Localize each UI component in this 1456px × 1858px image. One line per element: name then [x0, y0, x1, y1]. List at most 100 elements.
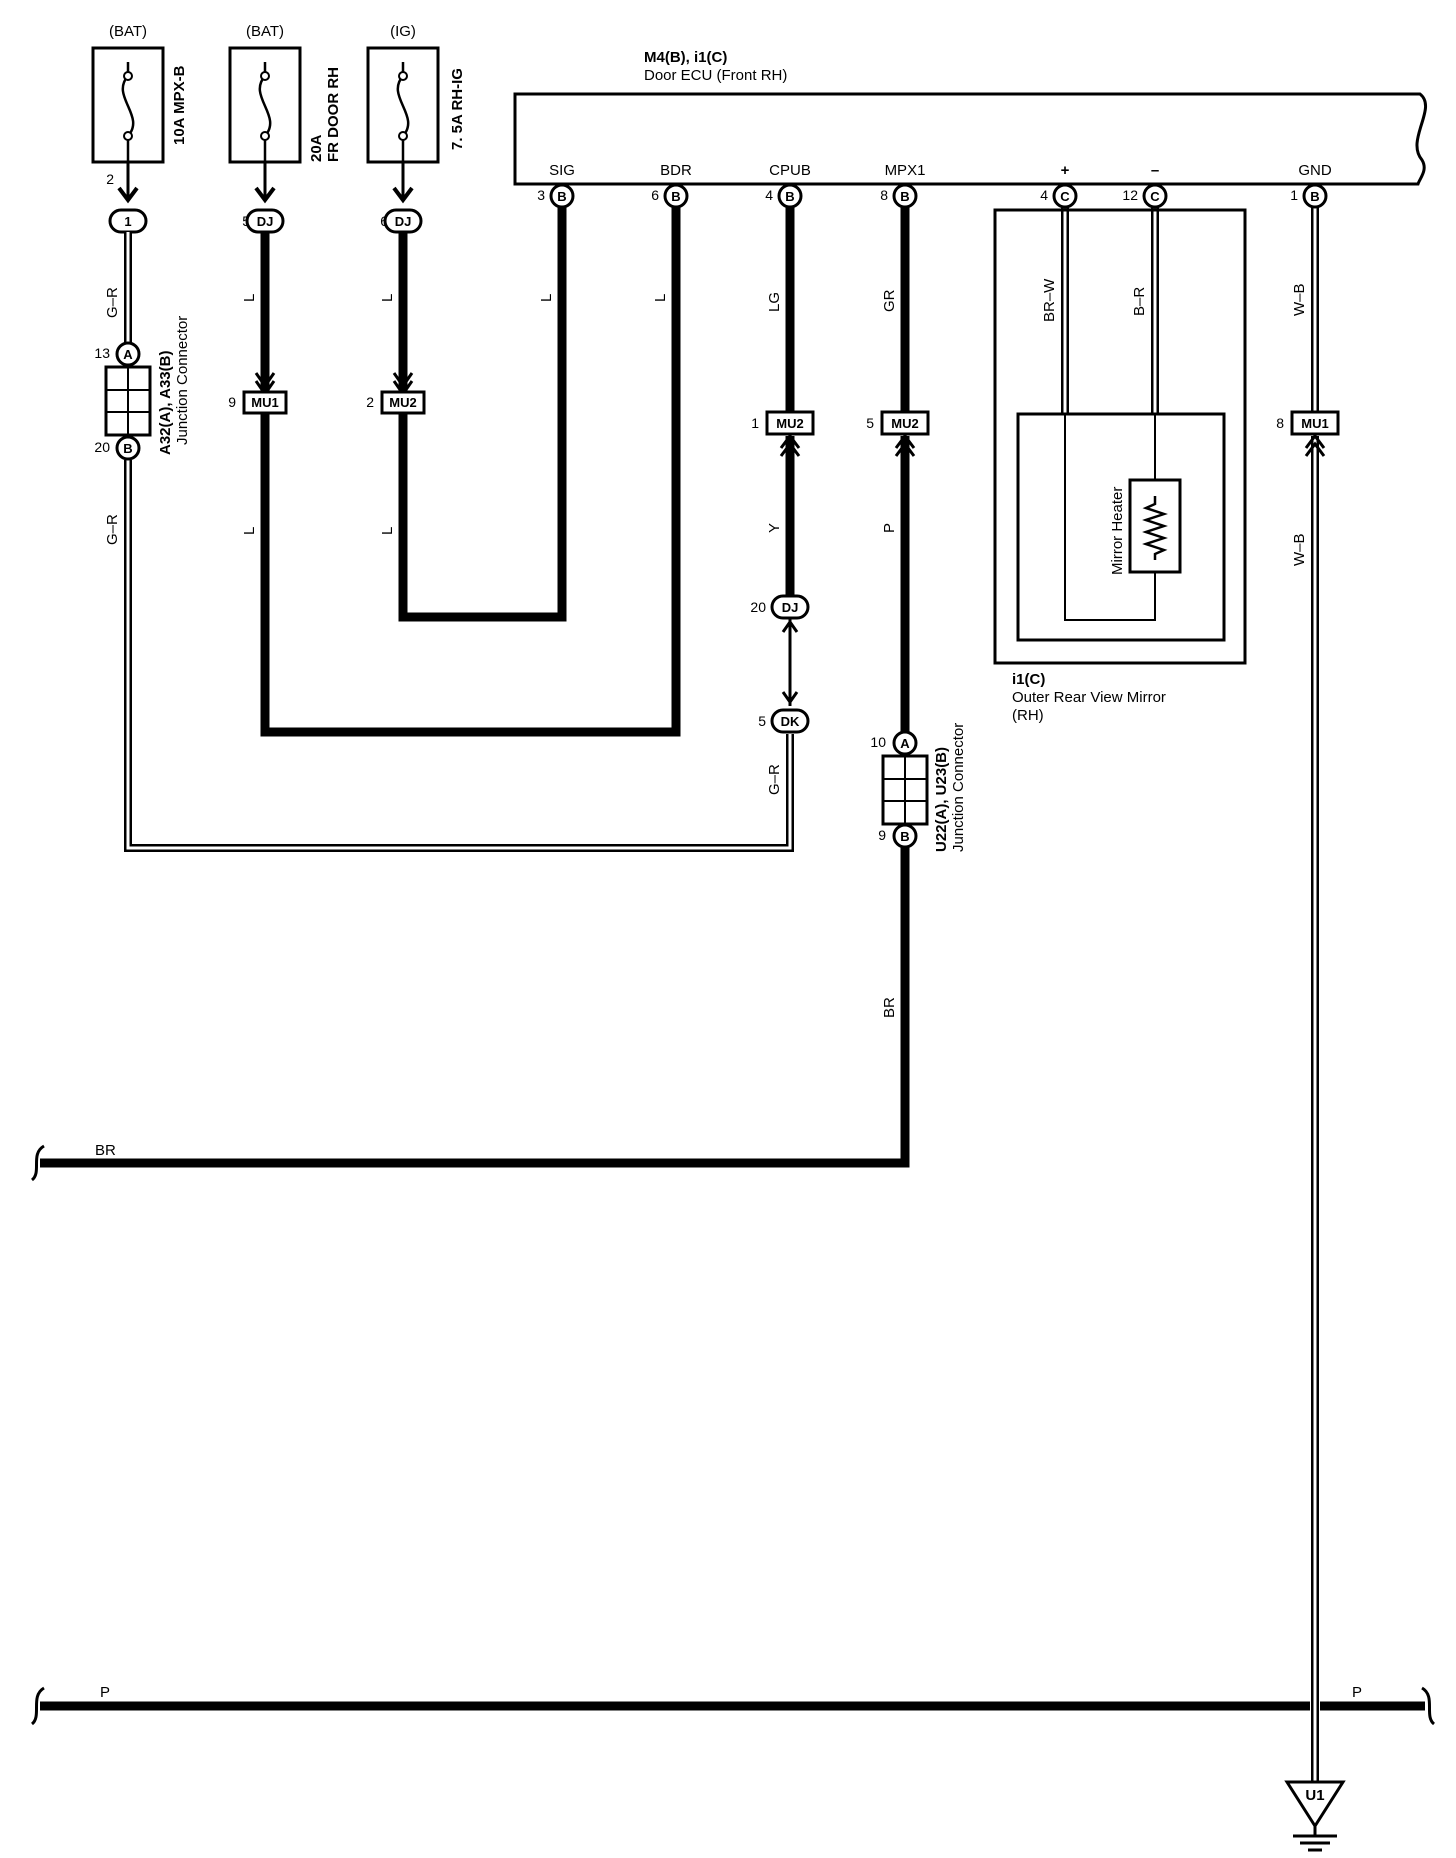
fuse-mpx-b-source: (BAT) — [109, 23, 147, 40]
wire-label-l-1: L — [241, 294, 258, 302]
wire-label-l-6: L — [652, 294, 669, 302]
wire-label-l-4: L — [379, 527, 396, 535]
ecu-terminal-sockets: B 3 B 6 B 4 B 8 C 4 C 12 B 1 — [537, 183, 1328, 209]
mirror-title: Outer Rear View Mirror — [1012, 689, 1166, 706]
wire-label-br-vert: BR — [881, 997, 898, 1018]
mirror-heater-resistor — [1128, 478, 1182, 574]
svg-text:MU1: MU1 — [1301, 416, 1328, 431]
pin-plus: 4 — [1040, 187, 1048, 203]
wire-harness — [30, 204, 1436, 1782]
fuse-outputs: 2 1 5 DJ 6 DJ — [106, 162, 423, 234]
wire-label-l-3: L — [379, 294, 396, 302]
svg-text:1: 1 — [124, 214, 131, 229]
fuse-fr-door-rh: (BAT) 20A FR DOOR RH — [228, 23, 342, 164]
inline-connector-dj: DJ 20 — [750, 594, 810, 705]
svg-text:B: B — [900, 189, 909, 204]
svg-text:B: B — [900, 829, 909, 844]
outer-rear-view-mirror: Mirror Heater i1(C) Outer Rear View Mirr… — [993, 208, 1247, 724]
svg-text:B: B — [671, 189, 680, 204]
junction-connector-u22: A 10 B 9 U22(A), U23(B) Junction Connect… — [870, 723, 967, 852]
ecu-title: Door ECU (Front RH) — [644, 67, 787, 84]
junction-u-name: Junction Connector — [950, 723, 967, 852]
ground-label: U1 — [1305, 1787, 1324, 1804]
junction-a-name: Junction Connector — [174, 316, 191, 445]
pin-sig: 3 — [537, 187, 545, 203]
pin-cpub: 4 — [765, 187, 773, 203]
ecu-code: M4(B), i1(C) — [644, 49, 727, 66]
svg-text:5: 5 — [758, 713, 766, 729]
wire-label-gr2: GR — [881, 289, 898, 312]
ecu-terminal-cpub: CPUB — [769, 162, 811, 179]
inline-connector-mu1-a: MU1 9 — [228, 372, 288, 415]
svg-text:MU2: MU2 — [891, 416, 918, 431]
wire-label-p-left: P — [100, 1684, 110, 1701]
svg-text:B: B — [123, 441, 132, 456]
pin-fuse1: 2 — [106, 171, 114, 187]
svg-text:B: B — [557, 189, 566, 204]
wire-color-labels: G–R G–R L L L L L L LG GR Y P G–R BR BR–… — [95, 278, 1362, 1701]
wire-label-l-2: L — [241, 527, 258, 535]
wire-label-brw: BR–W — [1041, 278, 1058, 322]
junction-connector-a32: A 13 B 20 A32(A), A33(B) Junction Connec… — [94, 316, 191, 461]
inline-connector-mu2-a: MU2 2 — [366, 372, 426, 415]
fuse-mpx-b: (BAT) 10A MPX-B — [91, 23, 188, 164]
wire-label-p-right: P — [1352, 1684, 1362, 1701]
wire-label-wb-2: W–B — [1291, 533, 1308, 566]
svg-text:1: 1 — [751, 415, 759, 431]
wire-label-lg: LG — [766, 292, 783, 312]
svg-text:C: C — [1060, 189, 1070, 204]
door-ecu: M4(B), i1(C) Door ECU (Front RH) SIG BDR… — [513, 49, 1427, 186]
inline-connector-dk: DK 5 — [758, 708, 810, 734]
ecu-terminal-bdr: BDR — [660, 162, 692, 179]
fuse-fr-door-rh-rating: 20A — [308, 134, 325, 162]
svg-text:20: 20 — [94, 439, 110, 455]
fuse-fr-door-rh-name: FR DOOR RH — [325, 67, 342, 162]
svg-text:C: C — [1150, 189, 1160, 204]
junction-u-code: U22(A), U23(B) — [933, 747, 950, 852]
svg-text:A: A — [123, 347, 133, 362]
svg-text:2: 2 — [366, 394, 374, 410]
svg-text:8: 8 — [1276, 415, 1284, 431]
svg-text:DJ: DJ — [782, 600, 799, 615]
fuse-fr-door-rh-source: (BAT) — [246, 23, 284, 40]
inline-connector-mu2-b: MU2 1 — [751, 410, 815, 457]
svg-text:B: B — [785, 189, 794, 204]
svg-text:9: 9 — [228, 394, 236, 410]
svg-text:MU2: MU2 — [776, 416, 803, 431]
wire-label-p-vert: P — [881, 523, 898, 533]
pin-minus: 12 — [1122, 187, 1138, 203]
wire-label-l-5: L — [538, 294, 555, 302]
ecu-terminal-mpx1: MPX1 — [885, 162, 926, 179]
fuse-mpx-b-name: 10A MPX-B — [171, 65, 188, 145]
ecu-terminal-gnd: GND — [1298, 162, 1332, 179]
pin-mpx1: 8 — [880, 187, 888, 203]
mirror-side: (RH) — [1012, 707, 1044, 724]
fuse-rh-ig-name: 7. 5A RH-IG — [449, 68, 466, 150]
pin-bdr: 6 — [651, 187, 659, 203]
svg-text:MU1: MU1 — [251, 395, 278, 410]
wire-label-gr-1: G–R — [104, 287, 121, 318]
mirror-heater-label: Mirror Heater — [1109, 487, 1126, 575]
svg-text:5: 5 — [866, 415, 874, 431]
ecu-terminal-minus: – — [1151, 162, 1159, 179]
svg-text:DJ: DJ — [257, 214, 274, 229]
svg-text:DK: DK — [781, 714, 800, 729]
mirror-code: i1(C) — [1012, 671, 1045, 688]
fuse-rh-ig-source: (IG) — [390, 23, 416, 40]
wire-label-gr-3: G–R — [766, 764, 783, 795]
pin-gnd: 1 — [1290, 187, 1298, 203]
svg-text:A: A — [900, 736, 910, 751]
svg-text:13: 13 — [94, 345, 110, 361]
svg-text:MU2: MU2 — [389, 395, 416, 410]
inline-connector-mu2-c: MU2 5 — [866, 410, 930, 457]
svg-text:9: 9 — [878, 827, 886, 843]
wire-label-br: B–R — [1131, 287, 1148, 316]
wire-label-gr-2: G–R — [104, 514, 121, 545]
wire-label-y: Y — [766, 523, 783, 533]
junction-a-code: A32(A), A33(B) — [157, 351, 174, 455]
svg-text:20: 20 — [750, 599, 766, 615]
ecu-terminal-sig: SIG — [549, 162, 575, 179]
ground-point-u1: U1 — [1284, 1780, 1346, 1852]
ecu-terminal-plus: + — [1061, 162, 1070, 179]
